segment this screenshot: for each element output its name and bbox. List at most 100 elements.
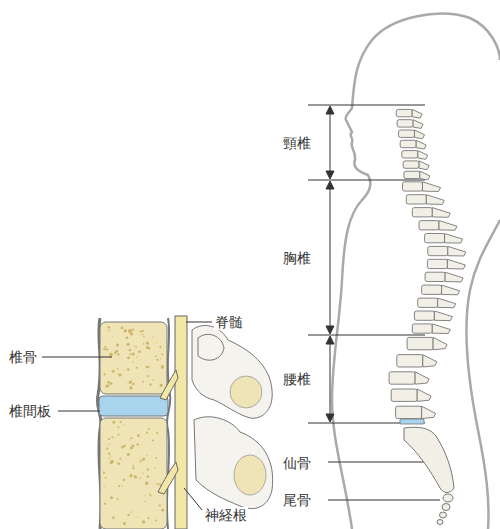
bone-speckle bbox=[112, 436, 114, 438]
bone-speckle bbox=[160, 384, 163, 387]
bone-speckle bbox=[108, 453, 110, 455]
bone-speckle bbox=[136, 367, 138, 369]
bone-speckle bbox=[133, 465, 135, 467]
bone-speckle bbox=[132, 328, 134, 330]
spinous-process bbox=[438, 298, 456, 308]
vertebra-body bbox=[419, 221, 439, 230]
spinous-process bbox=[448, 246, 466, 256]
bone-speckle bbox=[139, 461, 140, 462]
lumbar-disc bbox=[400, 419, 424, 424]
bone-speckle bbox=[118, 463, 120, 465]
vertebra-body bbox=[397, 120, 413, 127]
sacrum bbox=[404, 427, 454, 492]
bone-speckle bbox=[132, 383, 135, 386]
spinous-process bbox=[418, 151, 428, 160]
bone-speckle bbox=[136, 356, 138, 358]
bone-speckle bbox=[112, 516, 115, 519]
bone-speckle bbox=[118, 485, 120, 487]
bone-speckle bbox=[131, 511, 132, 512]
bone-speckle bbox=[111, 460, 114, 463]
spinous-process bbox=[423, 182, 441, 192]
vertebra-inset bbox=[97, 316, 272, 529]
bone-speckle bbox=[152, 440, 154, 442]
part-label: 椎間板 bbox=[8, 403, 52, 419]
vertebra-body bbox=[414, 311, 434, 320]
bone-speckle bbox=[116, 343, 119, 346]
spinous-process bbox=[445, 272, 463, 282]
bone-speckle bbox=[142, 458, 145, 461]
bone-speckle bbox=[127, 453, 130, 456]
bone-speckle bbox=[127, 356, 130, 359]
spinous-process bbox=[432, 324, 450, 334]
bone-speckle bbox=[104, 486, 105, 487]
bone-speckle bbox=[119, 374, 122, 377]
bone-speckle bbox=[122, 485, 123, 486]
vertebra-body bbox=[391, 389, 417, 401]
leader-lines bbox=[42, 322, 212, 510]
bone-speckle bbox=[130, 474, 133, 477]
bone-speckle bbox=[123, 522, 126, 525]
coccyx bbox=[437, 494, 453, 525]
bone-speckle bbox=[104, 346, 106, 348]
bone-speckle bbox=[162, 367, 164, 369]
bone-speckle bbox=[108, 438, 110, 440]
spinous-process bbox=[419, 161, 429, 170]
bone-speckle bbox=[124, 329, 127, 332]
bone-speckle bbox=[109, 458, 110, 459]
spinous-process bbox=[423, 355, 437, 367]
vertebra-body bbox=[425, 234, 445, 243]
bone-speckle bbox=[103, 348, 105, 350]
bone-speckle bbox=[105, 477, 107, 479]
bone-speckle bbox=[121, 327, 124, 330]
part-label: 脊髄 bbox=[214, 314, 244, 330]
bone-speckle bbox=[132, 467, 134, 469]
vertebra-body bbox=[428, 246, 448, 255]
bone-speckle bbox=[115, 350, 118, 353]
bone-speckle bbox=[126, 337, 129, 340]
bone-speckle bbox=[117, 353, 119, 355]
bone-speckle bbox=[161, 354, 163, 356]
vertebra-body bbox=[403, 182, 423, 191]
bone-speckle bbox=[136, 346, 138, 348]
part-label: 椎骨 bbox=[8, 349, 38, 365]
bone-speckle bbox=[130, 353, 132, 355]
spine-column bbox=[389, 109, 466, 424]
part-label: 尾骨 bbox=[282, 492, 312, 508]
bone-speckle bbox=[155, 355, 157, 357]
spinous-process bbox=[417, 389, 431, 401]
vertebra-body bbox=[412, 324, 432, 333]
bone-speckle bbox=[121, 446, 123, 448]
bone-speckle bbox=[118, 434, 120, 436]
bone-speckle bbox=[110, 382, 113, 385]
bone-speckle bbox=[145, 482, 148, 485]
bone-speckle bbox=[149, 493, 151, 495]
bone-speckle bbox=[123, 445, 126, 448]
bone-speckle bbox=[123, 479, 125, 481]
spinous-process bbox=[412, 109, 422, 118]
part-label: 神経根 bbox=[204, 507, 248, 523]
vertebra-body bbox=[418, 298, 438, 307]
bone-speckle bbox=[108, 384, 110, 386]
bone-speckle bbox=[134, 475, 137, 478]
spinous-process bbox=[420, 171, 430, 180]
bone-speckle bbox=[129, 381, 132, 384]
vertebra-body bbox=[402, 151, 418, 158]
bone-speckle bbox=[135, 346, 136, 347]
bone-speckle bbox=[145, 366, 147, 368]
bone-speckle bbox=[117, 368, 119, 370]
bone-speckle bbox=[160, 358, 161, 359]
body-outline bbox=[332, 14, 500, 529]
part-label: 頸椎 bbox=[282, 135, 312, 151]
vertebra-body bbox=[403, 161, 419, 168]
vertebra-body bbox=[406, 195, 426, 204]
bone-speckle bbox=[142, 472, 143, 473]
bone-speckle bbox=[146, 455, 147, 456]
bone-speckle bbox=[142, 381, 144, 383]
bone-speckle bbox=[112, 336, 113, 337]
bone-speckle bbox=[108, 443, 109, 444]
bone-speckle bbox=[109, 353, 112, 356]
bone-speckle bbox=[156, 457, 158, 459]
bone-speckle bbox=[159, 504, 161, 506]
bone-speckle bbox=[146, 346, 149, 349]
bone-speckle bbox=[157, 483, 159, 485]
